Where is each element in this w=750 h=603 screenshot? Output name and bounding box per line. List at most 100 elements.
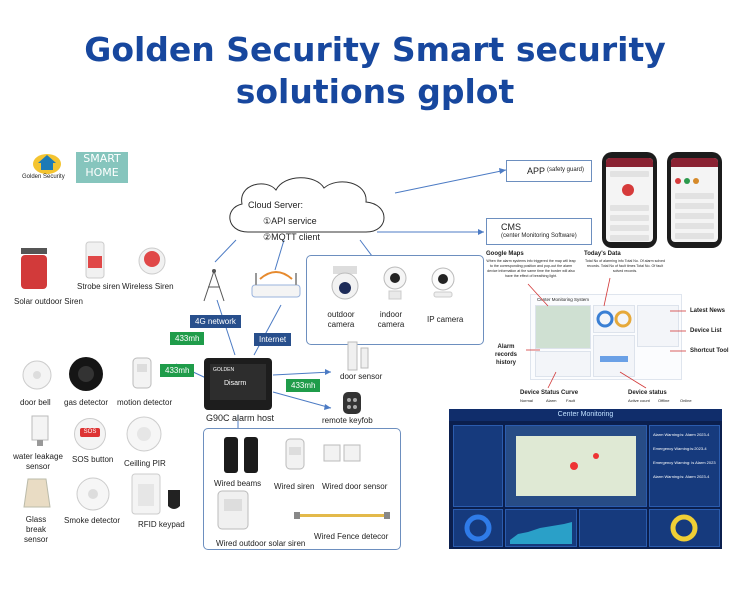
arrow-app	[499, 168, 506, 174]
monitor-news-panel: Alarm Warning:is: Alarm 2023-4 Emergency…	[649, 425, 720, 507]
host-to-keyfob-line	[272, 391, 332, 409]
monitor-news-4: Alarm Warning:is: Alarm 2023-4	[653, 474, 710, 479]
monitor-title: Center Monitoring	[449, 409, 722, 421]
house-logo-icon	[33, 154, 61, 174]
siren-label-strobe: Strobe siren	[77, 282, 121, 291]
wired-beams-icon	[224, 437, 258, 473]
cloud-title: Cloud Server:	[248, 200, 304, 210]
cms-device-status-curve-label: Device Status Curve	[520, 390, 579, 396]
cms-shortcut-tool-label: Shortcut Tool	[690, 348, 729, 354]
sos-button-icon: SOS	[74, 418, 106, 450]
monitor-camera-panel	[579, 509, 647, 547]
remote-keyfob-icon	[343, 392, 361, 414]
cms-center-system-label: Center Monitoring System	[537, 297, 590, 302]
device-label-rfid-keypad: RFID keypad	[138, 520, 185, 529]
monitor-trend-panel	[505, 509, 577, 547]
smoke-detector-icon	[76, 477, 110, 511]
app-label: APP	[527, 166, 546, 176]
camera-label-indoor: indoor camera	[377, 310, 405, 329]
door-sensor-label: door sensor	[340, 372, 383, 381]
cms-alarm-records-label: Alarm records history	[494, 344, 517, 366]
rfid-keypad-icon	[131, 473, 180, 515]
cms-device-list-label: Device List	[690, 328, 722, 334]
wired-door-sensor-icon	[323, 444, 361, 462]
wired-label-beams: Wired beams	[214, 479, 262, 488]
monitor-map-panel	[505, 425, 647, 507]
wired-label-door-sensor: Wired door sensor	[322, 482, 388, 491]
host-screen-status: Disarm	[224, 380, 247, 387]
arrow-cms	[478, 229, 484, 235]
cloud-to-router-line	[274, 239, 285, 271]
cms-legend-status-active: Active count	[628, 398, 650, 403]
cloud-to-camera-line	[359, 239, 373, 257]
freq-tag-3: 433mh	[286, 379, 321, 392]
app-sub: (safety guard)	[547, 167, 585, 173]
wired-label-fence-detector: Wired Fence detecor	[314, 532, 389, 541]
host-screen-brand: GOLDEN	[213, 367, 235, 373]
wired-label-siren: Wired siren	[274, 482, 315, 491]
arrow-keyfob	[324, 404, 331, 410]
device-label-door-bell: door bell	[20, 398, 51, 407]
glass-break-sensor-icon	[23, 478, 51, 508]
wired-devices-box: Wired beams Wired siren Wired door senso…	[203, 428, 401, 550]
cms-google-maps-desc: When the alarm systems info triggered th…	[486, 259, 576, 278]
golden-security-logo: Golden Security	[22, 149, 72, 185]
device-label-motion-detector: motion detector	[117, 398, 173, 407]
motion-detector-icon	[132, 357, 152, 389]
cloud-item-mqtt: ②MQTT client	[263, 232, 320, 242]
wired-siren-icon	[285, 438, 305, 470]
logo-brand: Golden Security	[22, 174, 65, 180]
cms-label: CMS	[501, 222, 521, 232]
cloud-to-tower-line	[214, 239, 237, 263]
cms-google-maps-label: Google Maps	[486, 251, 524, 257]
cms-box: CMS (center Monitoring Software)	[486, 218, 592, 245]
cms-legend-curve-alarm: Alarm	[546, 398, 557, 403]
door-sensor-icon	[347, 341, 369, 371]
device-label-gas-detector: gas detector	[64, 398, 109, 407]
cloud-shape	[229, 177, 385, 233]
internet-tag: Internet	[254, 333, 292, 346]
cms-status-panel	[593, 335, 635, 377]
device-label-smoke-detector: Smoke detector	[64, 516, 121, 525]
phone-left	[602, 152, 657, 248]
door-bell-icon	[22, 360, 52, 390]
app-box: APP (safety guard)	[506, 160, 592, 182]
camera-group-box: outdoor camera indoor camera IP camera	[306, 255, 484, 345]
cms-map-panel	[535, 305, 591, 349]
arrow-doorsensor	[325, 369, 331, 375]
ip-camera-icon	[431, 267, 455, 298]
cloud-item-api: ①API service	[263, 216, 317, 226]
wired-outdoor-solar-siren-icon	[217, 490, 249, 530]
siren-label-solar: Solar outdoor Siren	[14, 297, 83, 306]
solar-outdoor-siren-icon	[21, 248, 47, 289]
indoor-camera-icon	[383, 266, 407, 300]
cms-legend-curve-fault: Fault	[566, 398, 575, 403]
cms-legend-curve-normal: Normal	[520, 398, 533, 403]
siren-label-wireless: Wireless Siren	[122, 282, 174, 291]
water-leakage-sensor-icon	[31, 415, 49, 446]
device-label-ceiling-pir: Ceilling PIR	[124, 459, 166, 468]
freq-tag-2: 433mh	[160, 364, 195, 377]
cms-legend-status-offline: Offline	[658, 398, 670, 403]
device-label-water-leakage: water leakage sensor	[13, 452, 63, 471]
alarm-host-label: G90C alarm host	[206, 413, 275, 423]
monitor-stats-panel	[453, 425, 503, 507]
cms-device-status-label: Device status	[628, 390, 667, 396]
wired-label-outdoor-solar-siren: Wired outdoor solar siren	[216, 539, 306, 548]
router-to-host-line	[253, 304, 282, 356]
cms-today-panel	[593, 305, 635, 333]
strobe-siren-icon	[85, 241, 105, 279]
alarm-icon	[622, 184, 634, 196]
device-label-sos-button: SOS button	[72, 455, 114, 464]
freq-tag-1: 433mh	[170, 332, 205, 345]
monitor-news-2: Emergency Warning:is:2023-4	[653, 446, 707, 451]
monitor-donut-left	[453, 509, 503, 547]
device-label-glass-break: Glass break sensor	[23, 515, 48, 544]
cms-dashboard-screen: Center Monitoring System	[530, 294, 682, 380]
host-to-doorsensor-line	[272, 371, 332, 376]
router-icon	[251, 271, 301, 298]
cms-todays-data-label: Today's Data	[584, 251, 621, 257]
cms-latest-news-label: Latest News	[690, 308, 726, 314]
alarm-host-device: GOLDEN Disarm	[204, 358, 272, 410]
